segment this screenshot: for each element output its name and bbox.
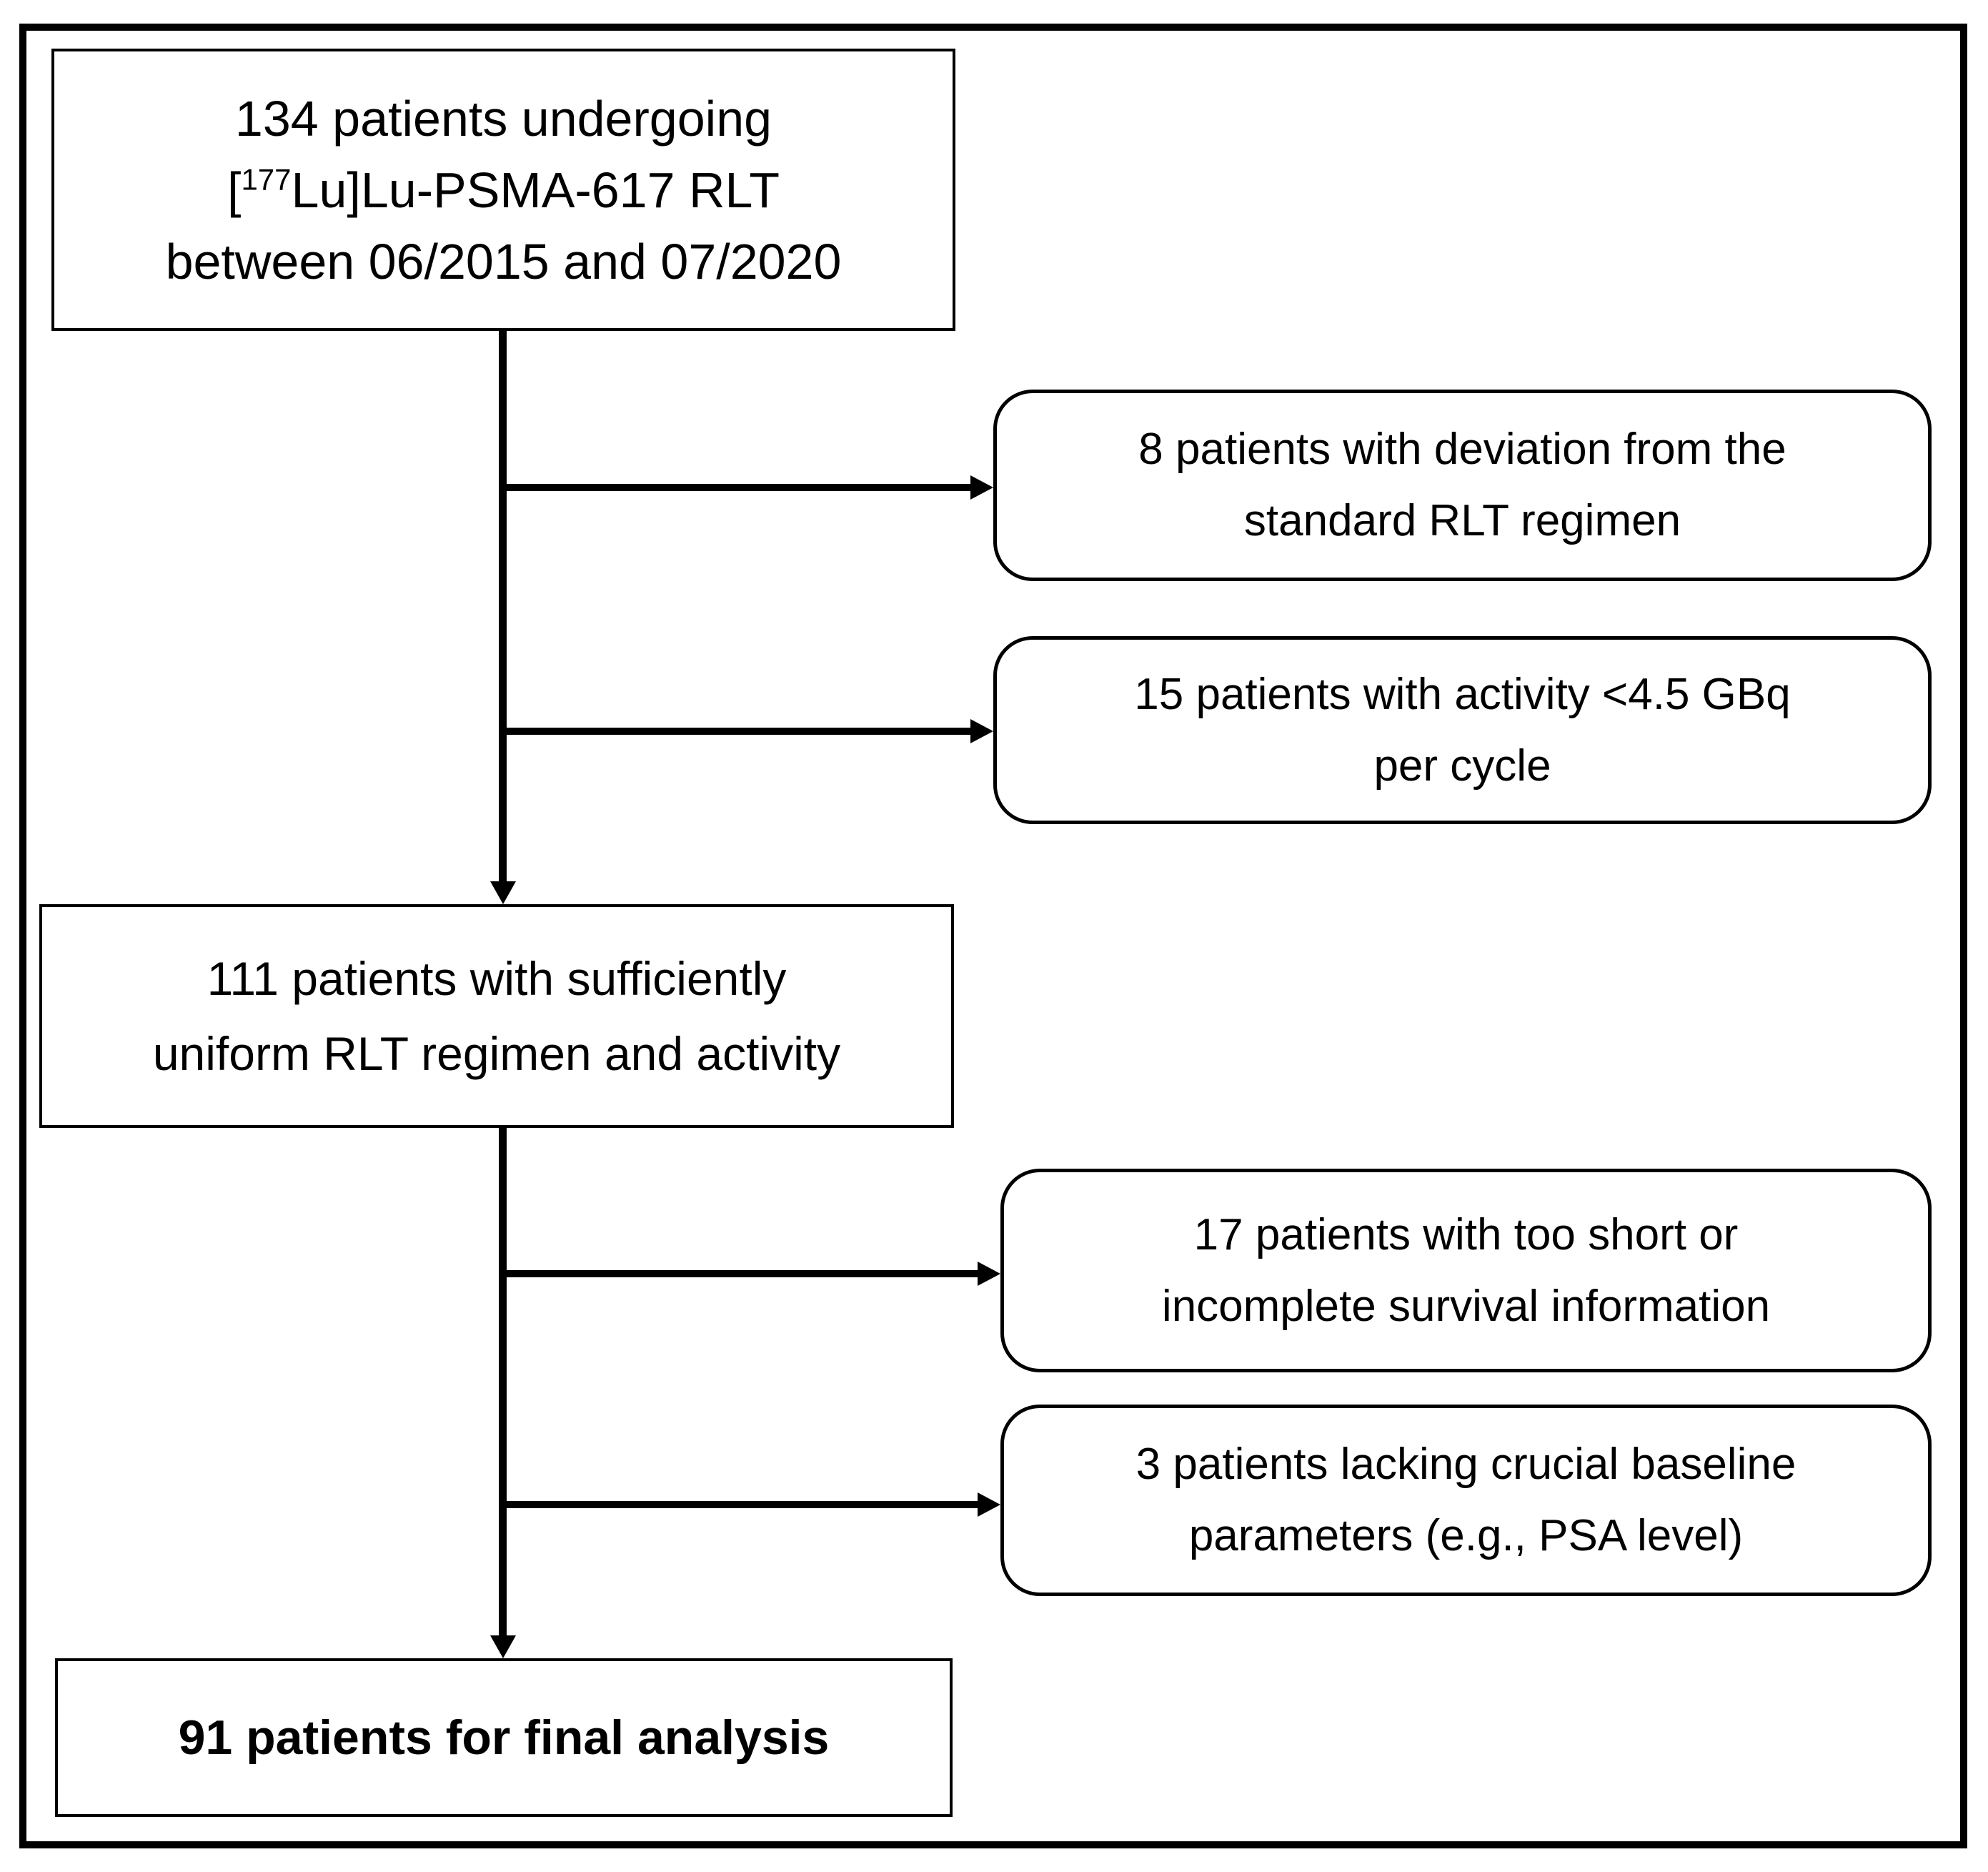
enrolled-line2-rest: Lu]Lu-PSMA-617 RLT <box>291 162 780 218</box>
connector-trunk-1 <box>499 331 507 884</box>
exclusion-baseline-line1: 3 patients lacking crucial baseline <box>1135 1440 1796 1489</box>
exclusion-baseline-line2: parameters (e.g., PSA level) <box>1188 1511 1744 1560</box>
enrolled-line3: between 06/2015 and 07/2020 <box>165 233 842 289</box>
enrolled-isotope-superscript: 177 <box>241 162 292 197</box>
arrowhead-right-survival <box>978 1262 1000 1286</box>
uniform-line2: uniform RLT regimen and activity <box>152 1026 841 1080</box>
node-exclusion-survival: 17 patients with too short or incomplete… <box>1000 1169 1932 1372</box>
connector-branch-activity <box>502 728 972 735</box>
arrowhead-down-to-uniform <box>490 881 516 904</box>
exclusion-survival-line2: incomplete survival information <box>1161 1281 1771 1331</box>
node-exclusion-deviation: 8 patients with deviation from the stand… <box>993 390 1932 581</box>
arrowhead-right-activity <box>970 719 993 743</box>
final-line1: 91 patients for final analysis <box>178 1710 830 1765</box>
connector-branch-deviation <box>502 484 972 491</box>
node-exclusion-baseline: 3 patients lacking crucial baseline para… <box>1000 1405 1932 1596</box>
connector-branch-survival <box>502 1270 979 1277</box>
arrowhead-right-baseline <box>978 1492 1000 1517</box>
exclusion-deviation-line1: 8 patients with deviation from the <box>1138 425 1786 474</box>
node-exclusion-activity: 15 patients with activity <4.5 GBq per c… <box>993 636 1932 824</box>
arrowhead-right-deviation <box>970 475 993 500</box>
exclusion-survival-line1: 17 patients with too short or <box>1193 1209 1739 1259</box>
node-enrolled-patients: 134 patients undergoing [177Lu]Lu-PSMA-6… <box>51 49 955 331</box>
enrolled-bracket: [ <box>227 162 242 218</box>
connector-trunk-2 <box>499 1128 507 1637</box>
connector-branch-baseline <box>502 1501 979 1508</box>
arrowhead-down-to-final <box>490 1635 516 1658</box>
exclusion-deviation-line2: standard RLT regimen <box>1243 496 1681 545</box>
uniform-line1: 111 patients with sufficiently <box>207 951 787 1005</box>
node-final-analysis: 91 patients for final analysis <box>55 1658 953 1817</box>
enrolled-line1: 134 patients undergoing <box>234 90 772 147</box>
enrolled-line2: [177Lu]Lu-PSMA-617 RLT <box>227 154 780 226</box>
node-uniform-regimen: 111 patients with sufficiently uniform R… <box>39 904 954 1128</box>
exclusion-activity-line1: 15 patients with activity <4.5 GBq <box>1134 669 1791 719</box>
exclusion-activity-line2: per cycle <box>1373 741 1551 791</box>
